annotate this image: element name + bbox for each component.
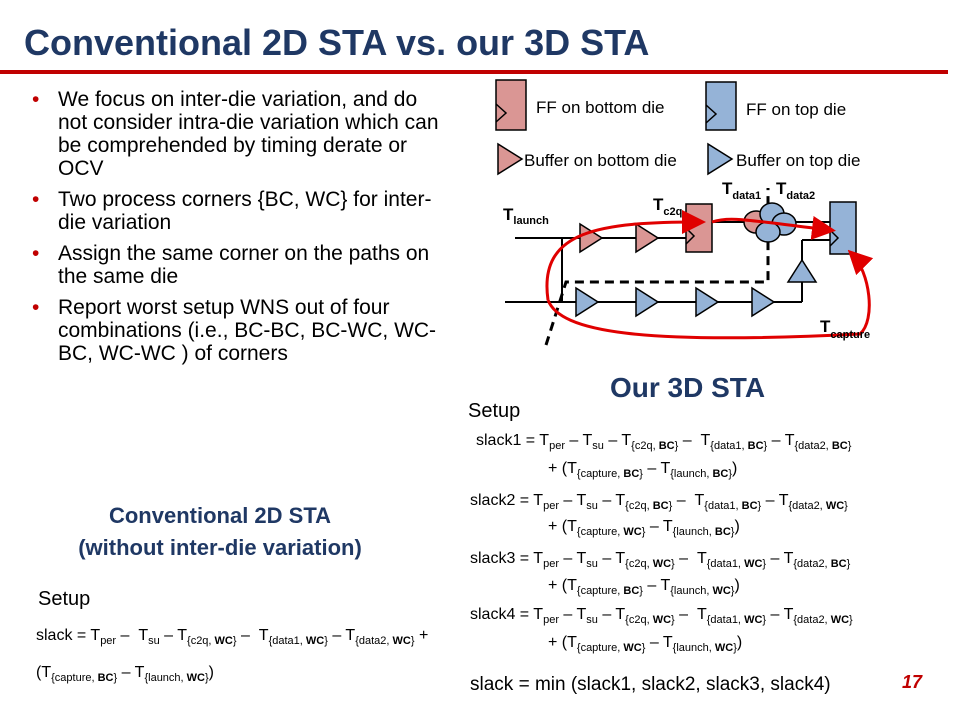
ff-top-legend-label: FF on top die [746, 100, 846, 119]
ff-bottom-legend-label: FF on bottom die [536, 98, 665, 117]
bullet-item: • We focus on inter-die variation, and do… [32, 88, 440, 180]
timing-path-diagram: FF on bottom die FF on top die Buffer on… [495, 79, 874, 346]
bullet-text: We focus on inter-die variation, and do … [58, 88, 439, 180]
t-capture-label: Tcapture [820, 317, 870, 341]
slack-name: slack4 [470, 606, 516, 623]
bullet-text: Report worst setup WNS out of four combi… [58, 296, 437, 365]
bullet-text: Two process corners {BC, WC} for inter-d… [58, 188, 432, 234]
buffer-top-die [635, 286, 660, 318]
slack-equation-line1: slack3 = Tper – Tsu – T{c2q, WC} – T{dat… [470, 550, 851, 571]
buffer-top-legend-label: Buffer on top die [736, 151, 860, 170]
buffer-bottom-legend-icon [497, 142, 524, 176]
t-data2-label: Tdata2 [776, 179, 815, 202]
buffer-bottom-die [635, 222, 660, 254]
bullet-list: • We focus on inter-die variation, and do… [32, 88, 440, 373]
ff-bottom-legend-icon [495, 79, 527, 131]
title-underline [0, 70, 948, 74]
buffer-bottom-legend-label: Buffer on bottom die [524, 151, 677, 170]
our-3d-setup-label: Setup [468, 400, 521, 422]
slack-equation-line1: slack4 = Tper – Tsu – T{c2q, WC} – T{dat… [470, 606, 853, 627]
t-c2q-label: Tc2q [653, 195, 682, 218]
page-number: 17 [902, 672, 923, 692]
bullet-item: • Two process corners {BC, WC} for inter-… [32, 188, 440, 234]
slack-equation-line2: + (T{capture, BC} – T{launch, WC}) [548, 577, 740, 598]
legend: FF on bottom die FF on top die Buffer on… [495, 79, 860, 176]
slack-name: slack3 [470, 550, 516, 567]
conventional-heading-line2: (without inter-die variation) [78, 535, 362, 560]
buffer-top-die [575, 286, 600, 318]
bullet-dot: • [32, 296, 40, 319]
slack-equation-line2: + (T{capture, WC} – T{launch, WC}) [548, 634, 743, 655]
slide-title: Conventional 2D STA vs. our 3D STA [24, 22, 650, 63]
bullet-item: • Assign the same corner on the paths on … [32, 242, 440, 288]
bullet-text: Assign the same corner on the paths on t… [58, 242, 430, 288]
bullet-item: • Report worst setup WNS out of four comb… [32, 296, 440, 365]
bullet-dot: • [32, 88, 40, 111]
slack-name: slack1 [476, 432, 522, 449]
buffer-top-die [751, 286, 776, 318]
bullet-dot: • [32, 188, 40, 211]
bullet-dot: • [32, 242, 40, 265]
conventional-slack-equation: slack = Tper – Tsu – T{c2q, WC} – T{data… [36, 627, 429, 685]
final-slack-formula: slack = min (slack1, slack2, slack3, sla… [470, 674, 831, 695]
ff-top-legend-icon [705, 81, 737, 131]
slack-equation-line2: + (T{capture, WC} – T{launch, BC}) [548, 518, 740, 539]
buffer-top-die [695, 286, 720, 318]
t-data1-label: Tdata1 [722, 179, 761, 202]
timing-arrows [545, 210, 874, 340]
slack-equation-line1: slack2 = Tper – Tsu – T{c2q, BC} – T{dat… [470, 492, 848, 513]
capture-ff-top-die [829, 201, 857, 255]
t-launch-label: Tlaunch [503, 205, 549, 227]
our-3d-sta-heading: Our 3D STA [610, 372, 766, 403]
slack-name: slack2 [470, 492, 516, 509]
slack-equation-line2: + (T{capture, BC} – T{launch, BC}) [548, 460, 738, 481]
conventional-slack-label: slack = [36, 627, 91, 644]
slack-equation-line1: slack1 = Tper – Tsu – T{c2q, BC} – T{dat… [476, 432, 852, 453]
buffer-top-die [786, 258, 818, 283]
conventional-setup-label: Setup [38, 588, 91, 610]
conventional-heading-line1: Conventional 2D STA [108, 503, 332, 528]
conventional-sta-heading: Conventional 2D STA (without inter-die v… [20, 500, 420, 564]
buffer-top-legend-icon [707, 142, 734, 176]
launch-ff-bottom-die [685, 203, 713, 253]
